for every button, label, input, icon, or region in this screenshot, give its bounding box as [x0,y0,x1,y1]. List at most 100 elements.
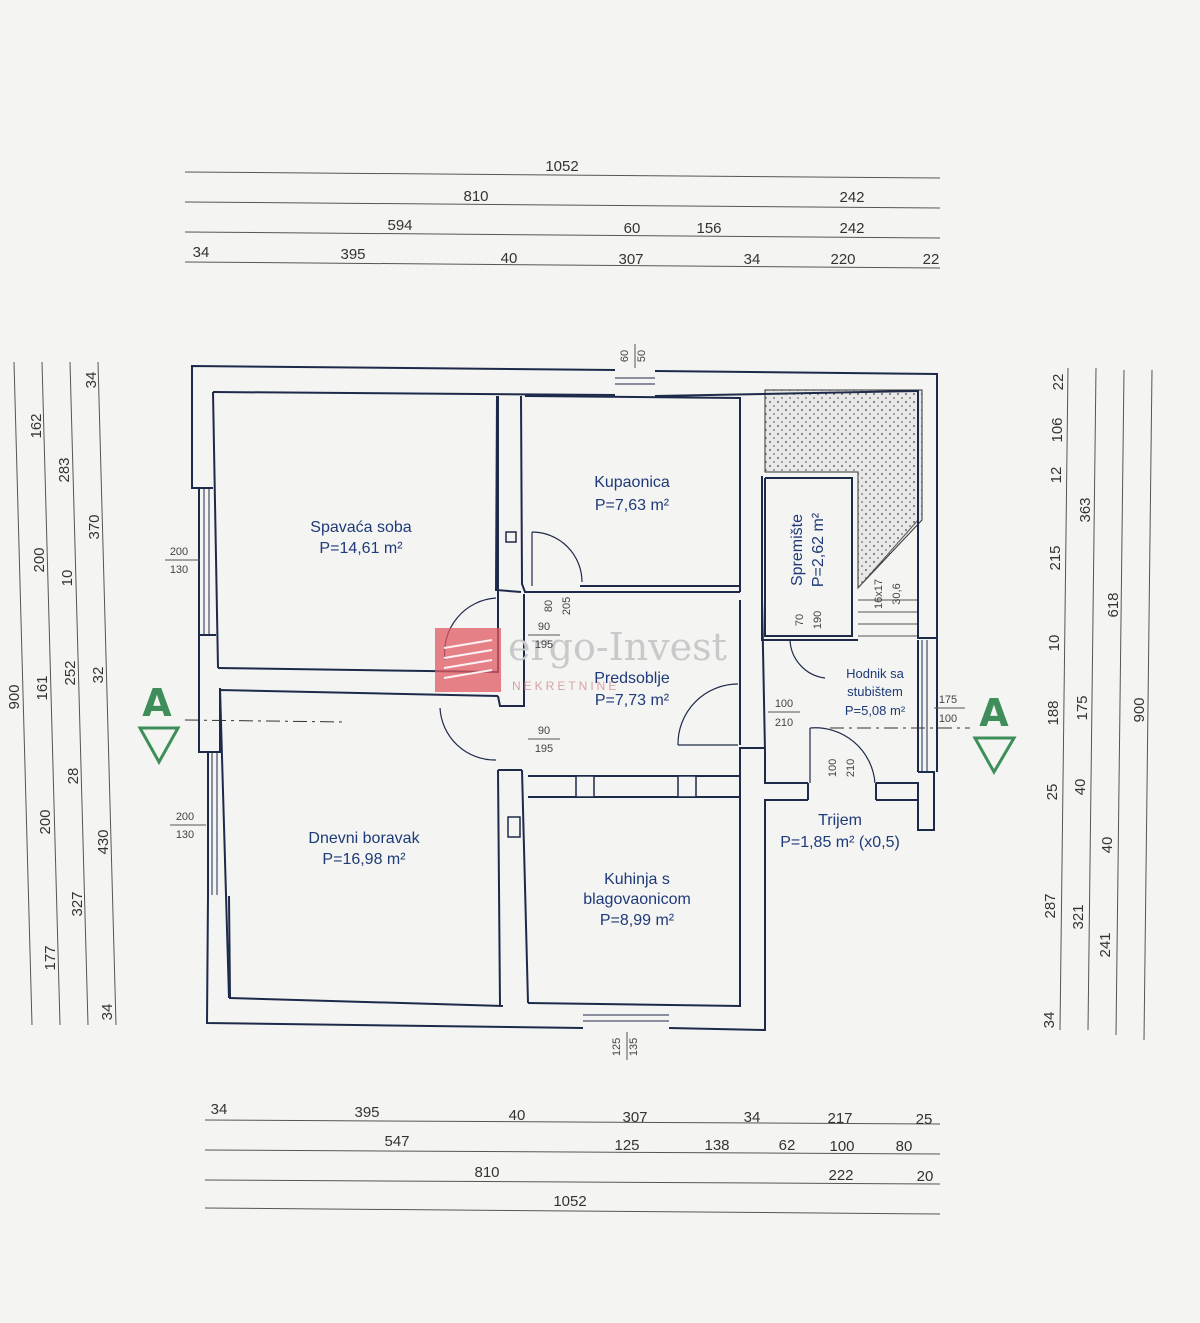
left-dim-10: 10 [59,570,76,587]
left-dim-900: 900 [6,684,23,709]
left-window-top-h: 130 [170,564,188,576]
section-marker-left: A [137,681,181,766]
watermark-brand: ergo-Invest [508,625,727,669]
room-area-kupaonica: P=7,63 m² [595,497,670,514]
right-dim-363: 363 [1077,497,1094,522]
left-dim-177: 177 [42,945,59,970]
bottom-dim-25: 25 [916,1111,933,1128]
right-dim-40a: 40 [1072,779,1089,796]
bottom-dim-810: 810 [474,1164,499,1181]
left-window-bottom-h: 130 [176,829,194,841]
right-dim-618: 618 [1105,592,1122,617]
room-area-spremiste: P=2,62 m² [810,512,827,587]
left-dimensions [13,361,117,1026]
porch-door-w: 100 [827,759,839,777]
watermark-sub: NEKRETNINE [512,679,619,693]
chimney-tall [507,816,521,838]
right-dim-25: 25 [1044,784,1061,801]
bottom-window-w: 125 [611,1038,623,1056]
top-dim-34b: 34 [744,251,761,268]
top-dim-156: 156 [696,220,721,237]
left-dim-28: 28 [65,768,82,785]
right-dim-175: 175 [1074,695,1091,720]
living-door-h: 195 [535,743,553,755]
top-dim-60: 60 [624,220,641,237]
room-area-kuhinja: P=8,99 m² [600,912,675,929]
hall-door-w: 100 [775,698,793,710]
left-dim-252: 252 [62,660,79,685]
right-dim-22: 22 [1050,374,1067,391]
chimney-small [505,531,517,543]
bottom-dim-547: 547 [384,1133,409,1150]
bottom-dim-100: 100 [829,1138,854,1155]
right-dim-40b: 40 [1099,837,1116,854]
room-name-kuhinja-2: blagovaonicom [583,891,691,908]
bottom-dim-20: 20 [917,1168,934,1185]
left-dim-430: 430 [95,829,112,854]
room-name-hodnik-1: Hodnik sa [846,666,905,681]
left-dim-32: 32 [90,667,107,684]
section-marker-right: A [972,691,1017,776]
hall-door-h: 210 [775,717,793,729]
room-area-spavaca: P=14,61 m² [319,540,403,557]
right-dim-900: 900 [1131,697,1148,722]
bottom-dim-217: 217 [827,1110,852,1127]
room-name-predsoblje: Predsoblje [594,670,670,687]
bath-door-w: 80 [543,600,555,612]
right-dim-287: 287 [1042,893,1059,918]
right-window-h: 100 [939,713,957,725]
bed-door-w: 90 [538,621,550,633]
room-area-dnevni: P=16,98 m² [322,851,406,868]
bottom-dim-395: 395 [354,1104,379,1121]
stairs-step: 16x17 [873,579,885,609]
stairs [857,519,919,637]
left-window-bottom-w: 200 [176,811,194,823]
right-dim-188: 188 [1045,700,1062,725]
bottom-dimensions [204,1119,941,1215]
top-dim-220: 220 [830,251,855,268]
left-dim-161: 161 [34,675,51,700]
bottom-dim-125: 125 [614,1137,639,1154]
section-label-left: A [142,681,172,725]
left-dim-34a: 34 [83,372,100,389]
room-name-kuhinja-1: Kuhinja s [604,871,670,888]
bottom-dim-34b: 34 [744,1109,761,1126]
windows [203,377,928,1022]
room-name-dnevni: Dnevni boravak [308,830,420,847]
left-dim-162: 162 [28,413,45,438]
watermark: ergo-Invest NEKRETNINE [435,625,727,693]
left-dim-327: 327 [69,891,86,916]
room-area-hodnik: P=5,08 m² [845,703,906,718]
right-dimensions [1059,367,1153,1041]
bed-door-h: 195 [535,639,553,651]
top-dim-34a: 34 [193,244,210,261]
top-dim-810: 810 [463,188,488,205]
bottom-dim-40: 40 [509,1107,526,1124]
storage-door-h: 190 [812,611,824,629]
room-name-spremiste: Spremište [789,514,806,586]
right-dim-241: 241 [1097,932,1114,957]
bottom-dim-62: 62 [779,1137,796,1154]
top-dim-594: 594 [387,217,412,234]
room-name-trijem: Trijem [818,812,862,829]
column-left [575,775,595,798]
bottom-window-h: 135 [628,1038,640,1056]
room-area-trijem: P=1,85 m² (x0,5) [780,834,900,851]
stairs-run: 30,6 [891,583,903,604]
top-window-h: 50 [636,350,648,362]
left-dim-370: 370 [86,514,103,539]
bottom-dim-34a: 34 [211,1101,228,1118]
top-dimensions [184,171,941,269]
right-dim-12: 12 [1048,467,1065,484]
left-dim-283: 283 [56,457,73,482]
room-name-kupaonica: Kupaonica [594,474,670,491]
column-right [677,775,697,798]
section-label-right: A [979,691,1009,735]
right-dim-106: 106 [1049,417,1066,442]
top-dim-242a: 242 [839,189,864,206]
porch-door-h: 210 [845,759,857,777]
top-dim-1052: 1052 [545,158,578,175]
left-dim-34b: 34 [99,1004,116,1021]
bath-door-h: 205 [561,597,573,615]
room-name-spavaca: Spavaća soba [310,519,412,536]
